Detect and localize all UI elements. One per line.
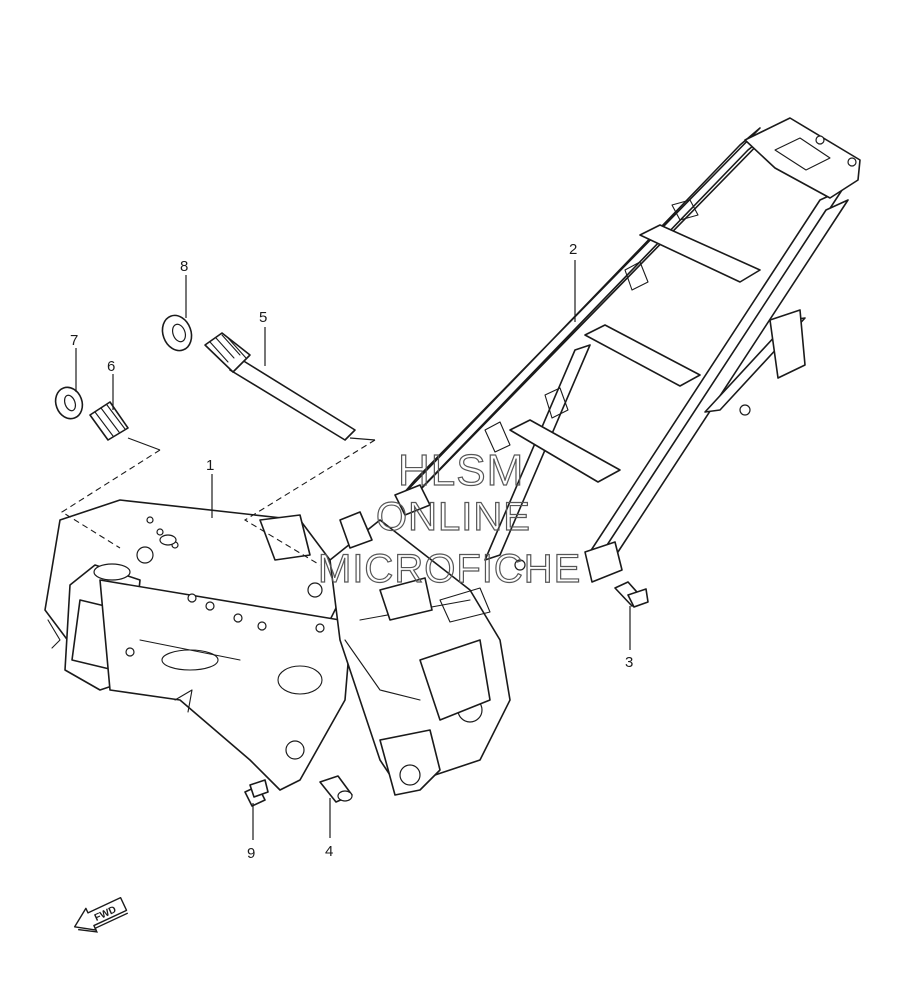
assembly-line [349,437,376,441]
watermark: HLSM ONLINE MICROFICHE [317,445,581,591]
collar-part-4 [319,775,353,803]
callout-9: 9 [247,845,255,862]
callout-4: 4 [325,843,333,860]
collar-part-6 [89,401,129,441]
assembly-dash-line [243,439,376,566]
nut-part-7 [54,386,84,420]
seat-rail-subframe [394,117,861,583]
fwd-label: FWD [93,904,118,924]
watermark-line-2: ONLINE [376,495,531,539]
bolt-part-3 [614,581,649,608]
callout-5: 5 [259,309,267,326]
callout-6: 6 [107,358,115,375]
watermark-line-1: HLSM [398,446,524,495]
callout-1: 1 [206,457,214,474]
fwd-direction-badge: FWD [73,896,129,933]
assembly-dash-line [60,449,161,549]
nut-part-8 [161,314,193,352]
watermark-line-3: MICROFICHE [318,547,581,591]
callout-2: 2 [569,241,577,258]
callout-8: 8 [180,258,188,275]
callout-7: 7 [70,332,78,349]
shaft-part-5 [204,332,356,441]
callout-3: 3 [625,654,633,671]
main-frame [44,499,511,796]
assembly-line [127,437,161,451]
bolt-part-9 [244,779,269,807]
